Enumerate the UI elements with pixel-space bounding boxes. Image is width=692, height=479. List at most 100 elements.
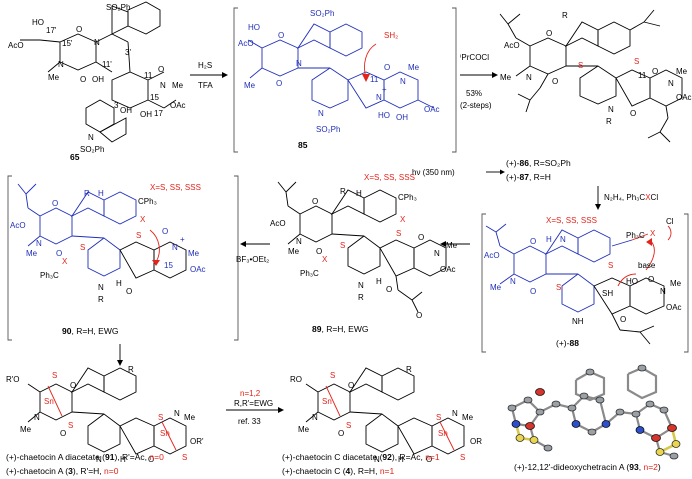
n-label: N (88, 133, 94, 142)
x-label: X (62, 257, 68, 266)
o-label: O (312, 197, 318, 206)
me-label: Me (670, 279, 682, 288)
o-label: O (530, 237, 536, 246)
s-label: S (340, 241, 345, 250)
locant-11p: 11' (102, 60, 112, 69)
o-label: O (126, 287, 132, 296)
reagent-yield: 53% (466, 89, 482, 98)
me-label: Me (48, 73, 60, 82)
me-label: Me (26, 249, 38, 258)
me-label: Me (288, 247, 300, 256)
me-label: Me (676, 67, 688, 76)
ro-label: RO (290, 375, 302, 384)
reagent-ref: ref. 33 (238, 417, 261, 426)
locant-15: 15 (150, 93, 159, 102)
n-label: N (312, 413, 318, 422)
locant-17p: 17' (46, 26, 57, 35)
s-label: S (52, 371, 57, 380)
bracket-left-88 (481, 213, 486, 353)
bracket-left-90 (7, 175, 12, 341)
oac-label: OAc (424, 105, 440, 114)
compound-65-structure (20, 1, 177, 143)
o-label: O (630, 109, 636, 118)
x-label: X (400, 215, 406, 224)
n-label: N (434, 249, 440, 258)
o-label: O (70, 381, 76, 390)
n-label: N (526, 73, 532, 82)
x-note-89: X=S, SS, SSS (364, 173, 415, 182)
n-label: N (58, 60, 64, 69)
aco-label: AcO (270, 219, 286, 228)
reagent-steps: (2-steps) (460, 101, 492, 110)
n-label: N (660, 287, 666, 296)
n-label: N (34, 413, 40, 422)
aco-label: AcO (238, 39, 254, 48)
ho-label: HO (378, 111, 390, 120)
o-label: O (52, 199, 58, 208)
oh-label: OH (140, 110, 152, 119)
o-label: O (276, 79, 282, 88)
ph3c-label: Ph₃C (40, 271, 59, 280)
product-92-label: (+)-chaetocin C diacetate (92), R=Ac, n=… (282, 452, 440, 462)
oac-label: OAc (676, 93, 692, 102)
o-label: O (384, 63, 390, 72)
o-label: O (546, 29, 552, 38)
ho-label: HO (248, 23, 260, 32)
h-label: H (98, 189, 104, 198)
r-prime-o-label: R'O (6, 375, 20, 384)
arrowhead-7 (117, 360, 123, 366)
compound-88-structure (485, 223, 672, 345)
s-label: S (136, 231, 141, 240)
x-note-90: X=S, SS, SSS (150, 183, 201, 192)
bracket-right-88 (684, 213, 689, 353)
s-label: S (460, 453, 465, 462)
me-label: Me (500, 73, 512, 82)
compound-89-label: 89, R=H, EWG (312, 324, 368, 334)
o-label: O (552, 77, 558, 86)
o-label: O (56, 249, 62, 258)
product-3-label: (+)-chaetocin A (3), R'=H, n=0 (6, 466, 119, 476)
h-label: H (546, 235, 552, 244)
compound-number-65: 65 (70, 152, 80, 162)
n-label: N (172, 243, 178, 252)
s-label: S (68, 421, 73, 430)
ph3c-label: Ph₃C (626, 231, 645, 240)
locant-17: 17 (154, 109, 163, 118)
r-label: R (606, 117, 612, 126)
r-label: R (128, 365, 134, 374)
o-label: O (620, 315, 626, 324)
oh-label: OH (92, 75, 104, 84)
n-label: N (296, 237, 302, 246)
aco-label: AcO (484, 251, 500, 260)
xray-crystal-structure-93 (507, 364, 681, 460)
arrowhead-6 (240, 241, 246, 247)
oac-label: OAc (190, 265, 206, 274)
ph3c-label: Ph₃C (300, 269, 319, 278)
so2ph-label: SO₂Ph (106, 3, 130, 12)
chaetocin-a-structure (27, 367, 187, 455)
sn-label: Sn (44, 397, 54, 406)
compound-86-label: (+)-86, R=SO₂Ph (506, 158, 571, 168)
o-label: O (348, 381, 354, 390)
locant-3: 3 (114, 101, 119, 110)
bracket-left-85 (233, 7, 238, 153)
sn-label: Sn (322, 397, 332, 406)
me-label: Me (446, 241, 458, 250)
compound-90-structure (17, 183, 187, 279)
r-label: R (340, 187, 346, 196)
so2ph-label: SO₂Ph (80, 145, 104, 154)
o-label: O (418, 233, 424, 242)
arrowhead-3 (500, 169, 505, 175)
o-label: O (416, 311, 422, 320)
arrow-base-88 (617, 273, 637, 287)
product-4-label: (+)-chaetocin C (4), R=H, n=1 (282, 466, 395, 476)
s-label: S (608, 261, 613, 270)
sh2-label: SH₂ (384, 31, 398, 40)
oh-label: OH (120, 106, 132, 115)
product-91-label: (+)-chaetocin A diacetate (91), R'=Ac, n… (6, 452, 164, 462)
n-label: N (174, 409, 180, 418)
locant-15: 15 (164, 261, 173, 270)
o-label: O (338, 429, 344, 438)
oac-label: OAc (170, 101, 186, 110)
